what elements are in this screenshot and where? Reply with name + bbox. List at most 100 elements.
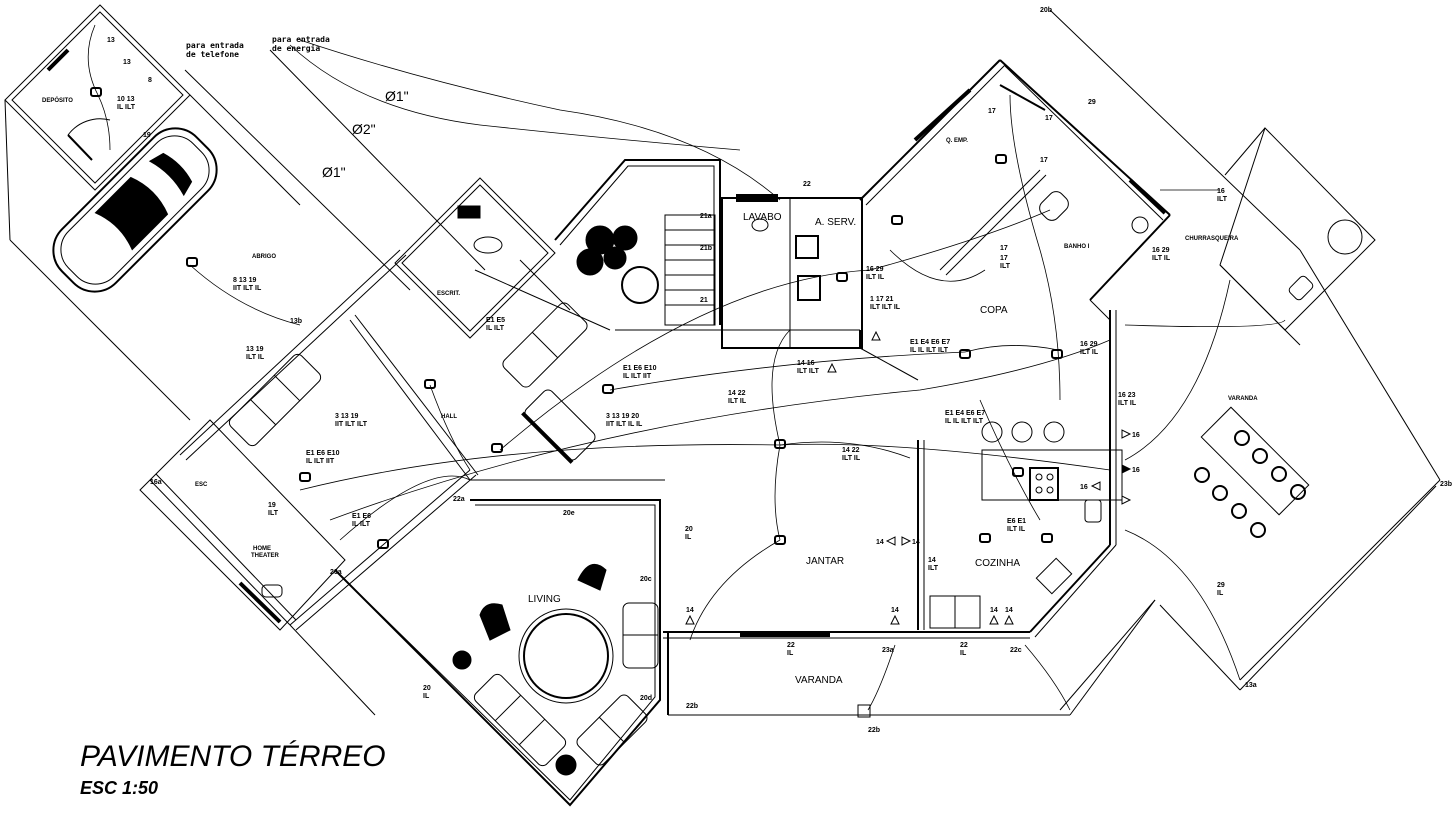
- circuit-label: E6 E1: [1007, 518, 1026, 525]
- depot-room: [4, 4, 191, 191]
- side-porch: [1059, 249, 1441, 711]
- circuit-label: ILT: [928, 565, 939, 572]
- room-label-office: ESCRIT.: [437, 291, 460, 297]
- circuit-label: ILT IL: [1007, 526, 1026, 533]
- point-tag: 16: [1132, 467, 1140, 474]
- circuit-label: E1 E6: [352, 513, 371, 520]
- point-tag: 22c: [1010, 647, 1022, 654]
- circuit-label: E1 E4 E6 E7: [945, 410, 985, 417]
- room-label-dining: JANTAR: [806, 556, 844, 567]
- point-tag: 20d: [640, 695, 652, 702]
- room-label-bath: BANHO I: [1064, 244, 1090, 250]
- junction-box: [602, 384, 614, 394]
- circuit-label: IL: [787, 650, 794, 657]
- outlet-icon: [1121, 495, 1132, 505]
- point-tag: 20b: [1040, 7, 1052, 14]
- right-wing: [859, 9, 1301, 321]
- circuit-label: ILT IL: [1118, 400, 1137, 407]
- junction-box: [1012, 467, 1024, 477]
- circuit-label: 8 13 19: [233, 277, 256, 284]
- circuit-label: ILT IL: [246, 354, 265, 361]
- room-label-garage: ABRIGO: [252, 254, 276, 260]
- circuit-label: 16: [1217, 188, 1225, 195]
- circuit-label: E1 E6 E10: [306, 450, 340, 457]
- note-phone-entry-2: de telefone: [186, 50, 239, 59]
- room-label-home-theater-1: HOME: [253, 546, 271, 552]
- circuit-label: 13 19: [246, 346, 264, 353]
- room-label-maid-room: Q. EMP.: [946, 138, 968, 144]
- point-tag: 21b: [700, 245, 712, 252]
- room-label-home-theater-2: THEATER: [251, 553, 280, 559]
- junction-box: [836, 272, 848, 282]
- room-label-lavabo: LAVABO: [743, 212, 782, 223]
- outlet-icon: [1121, 464, 1132, 474]
- outlet-icon: [885, 536, 896, 546]
- circuit-label: IL ILT IIT: [306, 458, 335, 465]
- room-label-front-porch: VARANDA: [795, 675, 843, 686]
- point-tag: 8: [148, 77, 152, 84]
- room-label-kitchen: COZINHA: [975, 558, 1020, 569]
- junction-box: [491, 443, 503, 453]
- outlet-symbols: [685, 330, 1132, 625]
- point-tag: 13a: [1245, 682, 1257, 689]
- circuit-label: IL: [423, 693, 430, 700]
- point-tag: 17: [1040, 157, 1048, 164]
- plant-icon: [621, 266, 659, 304]
- circuit-label: 19: [268, 502, 276, 509]
- room-label-living: LIVING: [528, 594, 561, 605]
- circuit-label: 16 29: [1080, 341, 1098, 348]
- point-tag: 29: [1088, 99, 1096, 106]
- chair-icon: [577, 563, 607, 591]
- dining-kitchen: [663, 310, 1156, 718]
- circuit-label: IL: [685, 534, 692, 541]
- point-tag: 22b: [868, 727, 880, 734]
- circuit-label: ILT ILT: [797, 368, 820, 375]
- point-tag: 23a: [882, 647, 894, 654]
- note-power-entry-2: de energia: [272, 43, 320, 53]
- junction-box: [1041, 533, 1053, 543]
- circuit-label: IIT ILT ILT: [335, 421, 368, 428]
- point-tag: 20c: [640, 576, 652, 583]
- point-tag: 21a: [700, 213, 712, 220]
- circuit-label: 22: [960, 642, 968, 649]
- room-label-pantry: COPA: [980, 305, 1008, 316]
- point-tag: 13: [123, 59, 131, 66]
- circuit-label: 16 29: [866, 266, 884, 273]
- point-tag: 19: [143, 132, 151, 139]
- sofa: [521, 389, 596, 464]
- circuit-label: IL ILT: [117, 104, 136, 111]
- sofa: [502, 302, 588, 388]
- point-tag: 16a: [150, 479, 162, 486]
- room-label-side-porch: VARANDA: [1228, 396, 1258, 402]
- junction-box: [995, 154, 1007, 164]
- point-tag: 14: [891, 607, 899, 614]
- circuit-label: 3 13 19: [335, 413, 358, 420]
- circuit-label: IL IL ILT ILT: [945, 418, 984, 425]
- circuit-label: 1 17 21: [870, 296, 893, 303]
- conduit-label: Ø2": [352, 121, 376, 137]
- point-tag: 22: [803, 181, 811, 188]
- circuit-label: IL: [960, 650, 967, 657]
- circuit-label: ILT: [1217, 196, 1228, 203]
- circuit-label: 10 13: [117, 96, 135, 103]
- circuit-label: ILT: [1000, 263, 1011, 270]
- outlet-icon: [890, 614, 900, 625]
- point-tag: 20e: [563, 510, 575, 517]
- outlet-icon: [871, 330, 881, 341]
- junction-box: [186, 257, 198, 267]
- circuit-label: 14 16: [797, 360, 815, 367]
- point-tag: 17: [1045, 115, 1053, 122]
- car-icon: [52, 127, 218, 293]
- plant-icon: [452, 650, 472, 670]
- circuit-label: 20: [685, 526, 693, 533]
- circuit-label: 14 22: [728, 390, 746, 397]
- conduit-label: Ø1": [322, 164, 346, 180]
- circuit-label: IL ILT: [486, 325, 505, 332]
- circuit-label: IIT ILT IL: [233, 285, 262, 292]
- junction-box: [959, 349, 971, 359]
- point-tag: 22a: [453, 496, 465, 503]
- circuit-label: 17: [1000, 255, 1008, 262]
- outlet-icon: [901, 536, 912, 546]
- junction-box: [979, 533, 991, 543]
- circuit-label: ILT IL: [842, 455, 861, 462]
